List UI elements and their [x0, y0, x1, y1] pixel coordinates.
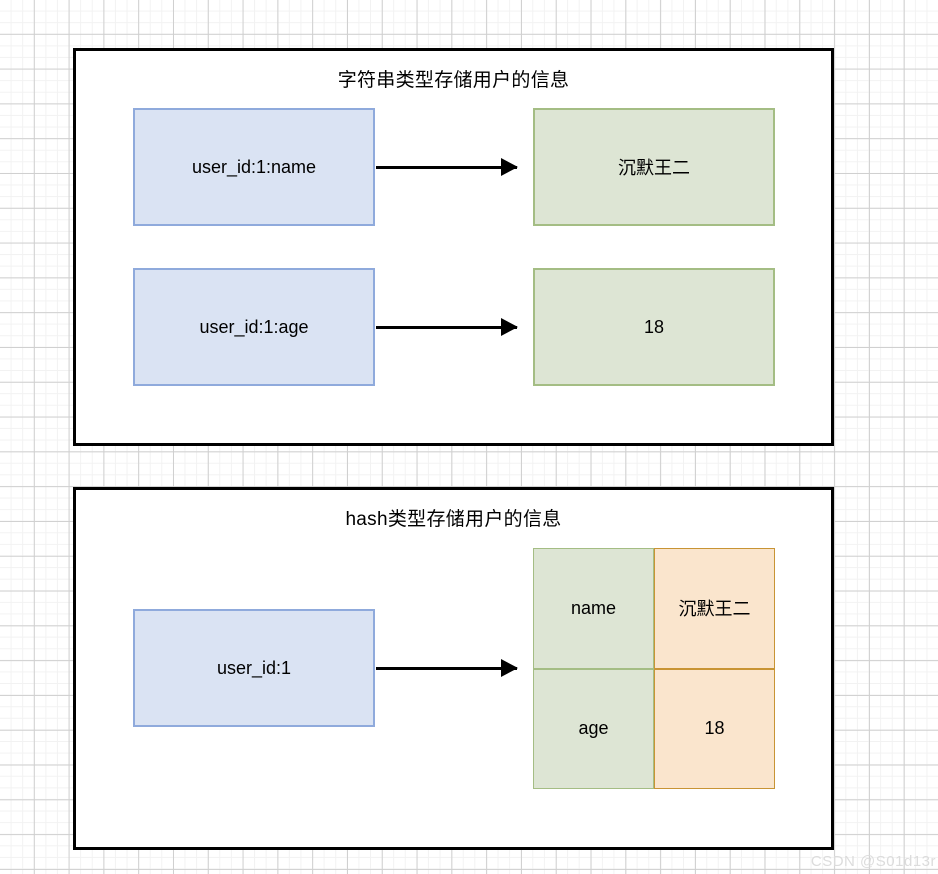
hash-value-label-name: 沉默王二: [678, 599, 751, 620]
hash-value-cell-age: 18: [654, 668, 775, 789]
string-value-label-name: 沉默王二: [618, 158, 690, 178]
arrow-string-age: [376, 325, 517, 329]
hash-field-cell-name: name: [533, 548, 654, 669]
arrow-string-name: [376, 165, 517, 169]
hash-table: name 沉默王二 age 18: [533, 548, 775, 789]
arrow-hash: [376, 666, 517, 670]
string-value-box-name: 沉默王二: [533, 108, 775, 226]
hash-value-cell-name: 沉默王二: [654, 548, 775, 669]
watermark: CSDN @S01d13r: [810, 853, 936, 870]
panel-hash-type-title: hash类型存储用户的信息: [345, 509, 562, 530]
hash-field-label-age: age: [578, 718, 609, 739]
string-key-box-age: user_id:1:age: [133, 268, 375, 386]
string-value-label-age: 18: [643, 316, 665, 337]
hash-key-label: user_id:1: [216, 657, 292, 678]
string-key-label-name: user_id:1:name: [191, 156, 317, 177]
hash-value-label-age: 18: [704, 718, 725, 739]
panel-string-type-title: 字符串类型存储用户的信息: [337, 70, 570, 91]
string-key-box-name: user_id:1:name: [133, 108, 375, 226]
string-value-box-age: 18: [533, 268, 775, 386]
string-key-label-age: user_id:1:age: [199, 316, 309, 337]
hash-key-box: user_id:1: [133, 609, 375, 727]
hash-field-cell-age: age: [533, 668, 654, 789]
hash-field-label-name: name: [570, 597, 617, 618]
